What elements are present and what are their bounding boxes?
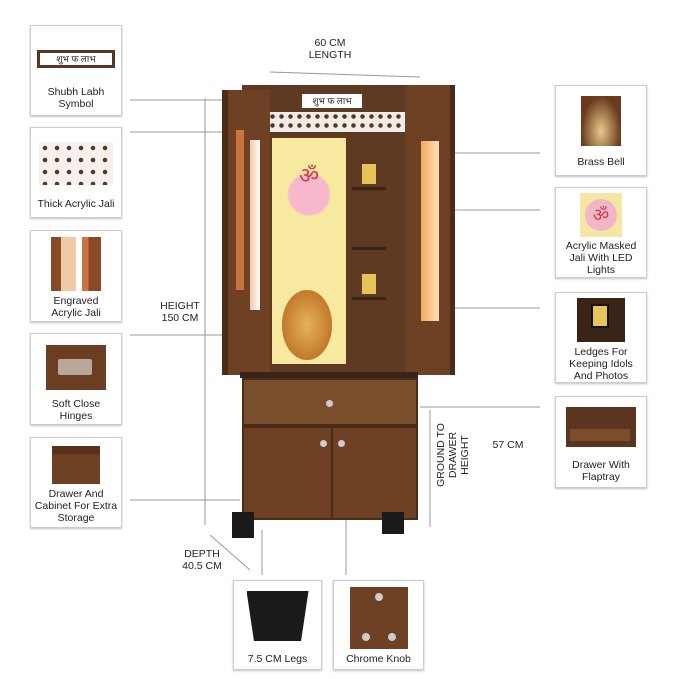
card-label: Drawer With Flaptray	[572, 459, 630, 483]
feature-card-led-jali: ॐ Acrylic Masked Jali With LED Lights	[555, 187, 647, 278]
card-label: Drawer And Cabinet For Extra Storage	[34, 488, 118, 524]
chrome-knob	[326, 400, 333, 407]
drawer	[242, 378, 418, 426]
feature-card-hinges: Soft Close Hinges	[30, 333, 122, 425]
card-label: 7.5 CM Legs	[247, 653, 308, 665]
feature-card-brass-bell: Brass Bell	[555, 85, 647, 176]
card-label: Shubh Labh Symbol	[47, 86, 105, 110]
drawer-icon	[566, 407, 636, 447]
shubh-labh-sign: शुभ फ लाभ	[302, 94, 362, 108]
card-label: Soft Close Hinges	[51, 398, 101, 422]
feature-card-shubh-labh: शुभ फ लाभ Shubh Labh Symbol	[30, 25, 122, 116]
leg	[232, 512, 254, 538]
cabinet-icon	[52, 446, 100, 484]
card-label: Brass Bell	[577, 156, 625, 168]
ledge-icon	[577, 298, 625, 342]
mandir-cabinet: शुभ फ लाभ ॐ	[222, 80, 456, 540]
feature-card-storage: Drawer And Cabinet For Extra Storage	[30, 437, 122, 528]
card-label: Engraved Acrylic Jali	[51, 295, 101, 319]
ground-height-value: 57 CM	[492, 439, 524, 451]
ledge	[352, 270, 386, 300]
jali-pattern-icon	[39, 142, 113, 185]
feature-card-engraved-jali: Engraved Acrylic Jali	[30, 230, 122, 322]
feature-card-flaptray: Drawer With Flaptray	[555, 396, 647, 488]
leg-icon	[246, 591, 309, 641]
ledge	[352, 160, 386, 190]
ledge	[352, 240, 386, 250]
card-label: Ledges For Keeping Idols And Photos	[569, 346, 633, 382]
left-door	[222, 90, 270, 375]
ganesha-idol	[282, 290, 332, 360]
bell-icon	[581, 96, 621, 146]
shubh-labh-sign-icon: शुभ फ लाभ	[37, 50, 115, 68]
feature-card-ledges: Ledges For Keeping Idols And Photos	[555, 292, 647, 383]
knob-icon	[349, 587, 408, 649]
acrylic-jali-arch	[268, 112, 418, 132]
feature-card-knob: Chrome Knob	[333, 580, 424, 670]
lower-cabinet	[242, 426, 418, 520]
card-label: Chrome Knob	[346, 653, 411, 665]
om-jali-icon: ॐ	[580, 193, 622, 237]
hinge-icon	[46, 345, 106, 390]
feature-card-legs: 7.5 CM Legs	[233, 580, 322, 670]
card-label: Acrylic Masked Jali With LED Lights	[565, 240, 637, 276]
card-label: Thick Acrylic Jali	[37, 198, 115, 210]
feature-card-acrylic-jali: Thick Acrylic Jali	[30, 127, 122, 218]
engraved-jali-icon	[51, 237, 101, 291]
right-door	[405, 85, 455, 375]
leg	[382, 512, 404, 534]
